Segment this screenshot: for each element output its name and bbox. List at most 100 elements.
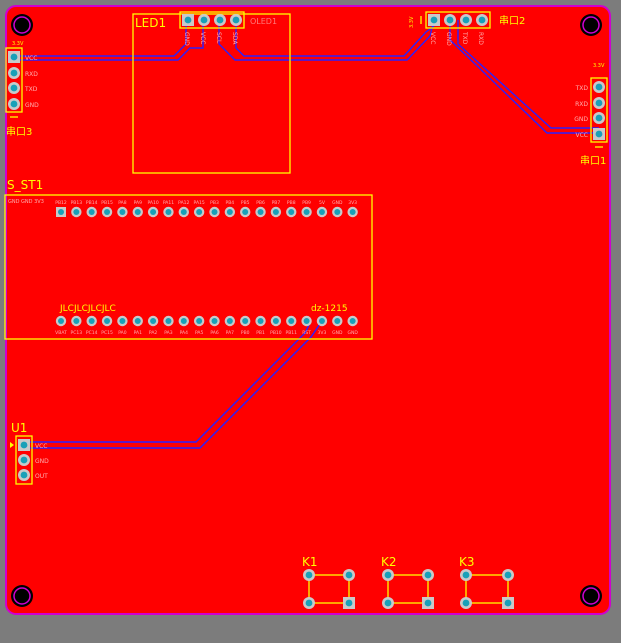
mcu-pin-label: 3V3 bbox=[348, 200, 357, 206]
pad-icon bbox=[301, 206, 312, 218]
serial1-pin-label: RXD bbox=[575, 101, 588, 108]
pad-icon bbox=[240, 315, 251, 327]
pad-icon bbox=[347, 315, 358, 327]
button-k1[interactable]: K1 bbox=[302, 555, 355, 609]
pad-icon bbox=[101, 206, 113, 218]
pad-icon bbox=[382, 597, 394, 609]
pad-icon bbox=[255, 206, 266, 218]
led-module[interactable]: LED1 OLED1 GND VCC SCL SDA bbox=[132, 11, 291, 174]
pad-icon bbox=[460, 14, 472, 26]
mcu-silk-left: JLCJLCJLCJLC bbox=[59, 304, 116, 314]
u1-pin-label: OUT bbox=[35, 473, 48, 480]
pad-icon bbox=[8, 67, 20, 79]
serial2-outline bbox=[425, 11, 491, 29]
button-k3[interactable]: K3 bbox=[459, 555, 514, 609]
mcu-pin-label: PA15 bbox=[194, 200, 205, 206]
serial1-pin-label: TXD bbox=[575, 85, 589, 92]
pad-icon bbox=[224, 315, 236, 327]
pad-icon bbox=[8, 82, 20, 94]
mcu-pin-label: PB0 bbox=[241, 330, 250, 336]
mcu-outline bbox=[4, 194, 373, 340]
serial2-designator: 串口2 bbox=[499, 15, 525, 27]
u1-pin-label: VCC bbox=[35, 443, 47, 450]
mcu-pin-label: PB11 bbox=[285, 330, 297, 336]
pad-icon bbox=[303, 597, 315, 609]
pad-icon bbox=[502, 569, 514, 581]
button-k2[interactable]: K2 bbox=[381, 555, 434, 609]
traces bbox=[14, 19, 599, 449]
mcu-silk-right: dz-1215 bbox=[311, 304, 348, 314]
pad-icon bbox=[55, 315, 67, 327]
k1-outline bbox=[308, 574, 350, 604]
pad-icon bbox=[18, 469, 30, 481]
pad-icon bbox=[301, 315, 312, 327]
k1-designator: K1 bbox=[302, 555, 318, 569]
mcu-pin-label: PA4 bbox=[180, 330, 189, 336]
mcu-pin-label: PC14 bbox=[86, 330, 98, 336]
mcu-pin-label: PB6 bbox=[256, 200, 265, 206]
serial3-outline bbox=[5, 47, 23, 113]
pad-icon bbox=[209, 315, 220, 327]
trace bbox=[24, 320, 312, 443]
led-pin-label: SCL bbox=[215, 32, 222, 44]
trace bbox=[449, 20, 599, 134]
pad-icon bbox=[593, 128, 605, 140]
mcu-pin-label: PA10 bbox=[147, 200, 158, 206]
pad-icon bbox=[316, 206, 328, 218]
serial-port-3[interactable]: 3.3V VCC RXD TXD GND 串口3 bbox=[5, 41, 39, 138]
mcu-pin-label: 3V3 bbox=[318, 330, 327, 336]
pad-icon bbox=[347, 206, 358, 218]
serial3-pin-label: GND bbox=[25, 102, 39, 109]
mcu-pin-label: PB12 bbox=[55, 200, 67, 206]
mcu-designator: S_ST1 bbox=[7, 178, 43, 192]
sensor-u1[interactable]: U1 VCC GND OUT bbox=[10, 421, 49, 485]
trace bbox=[14, 20, 204, 61]
serial2-pin-label: GND bbox=[445, 32, 452, 46]
pad-icon bbox=[382, 569, 394, 581]
led-pin-label: VCC bbox=[199, 32, 206, 44]
mcu-pin-label: PB1 bbox=[256, 330, 265, 336]
pad-icon bbox=[343, 597, 355, 609]
serial2-pin-label: TXD bbox=[461, 31, 468, 45]
pad-icon bbox=[460, 569, 472, 581]
led-pin-label: GND bbox=[183, 32, 190, 46]
pad-icon bbox=[224, 206, 236, 218]
serial1-outline bbox=[590, 77, 608, 143]
mcu-pin-label: PA0 bbox=[118, 330, 127, 336]
pad-icon bbox=[422, 569, 434, 581]
serial-port-2[interactable]: 3.3V VCC GND TXD RXD 串口2 bbox=[409, 11, 525, 46]
pad-icon bbox=[117, 206, 128, 218]
mounting-hole-icon bbox=[580, 14, 602, 36]
pad-icon bbox=[86, 206, 97, 218]
u1-pin-label: GND bbox=[35, 458, 49, 465]
pad-icon bbox=[8, 51, 20, 63]
mcu-pin-label: PB14 bbox=[86, 200, 98, 206]
pad-icon bbox=[101, 315, 113, 327]
serial1-header: 3.3V bbox=[593, 63, 605, 69]
mcu-module[interactable]: S_ST1 GND GND 3V3 JLCJLCJLCJLC dz-1215 P… bbox=[4, 178, 373, 340]
pad-icon bbox=[270, 315, 282, 327]
serial3-designator: 串口3 bbox=[6, 126, 32, 138]
pad-icon bbox=[332, 206, 343, 218]
mcu-pin-label: RST bbox=[302, 330, 311, 336]
serial3-pin-label: RXD bbox=[25, 71, 38, 78]
pad-icon bbox=[178, 315, 189, 327]
pad-icon bbox=[332, 315, 343, 327]
k2-designator: K2 bbox=[381, 555, 397, 569]
led-designator: LED1 bbox=[135, 16, 166, 30]
pad-icon bbox=[502, 597, 514, 609]
pad-icon bbox=[593, 97, 605, 109]
serial3-pin-label: VCC bbox=[25, 55, 37, 62]
mcu-pin-label: GND bbox=[332, 200, 343, 206]
serial2-pin-label: VCC bbox=[429, 32, 436, 44]
serial1-pin-label: VCC bbox=[576, 132, 588, 139]
mcu-pin-label: PB4 bbox=[226, 200, 235, 206]
serial-port-1[interactable]: 3.3V TXD RXD GND VCC 串口1 bbox=[574, 63, 608, 167]
pad-icon bbox=[476, 14, 488, 26]
pad-icon bbox=[270, 206, 282, 218]
pad-icon bbox=[255, 315, 266, 327]
u1-outline bbox=[15, 435, 33, 485]
